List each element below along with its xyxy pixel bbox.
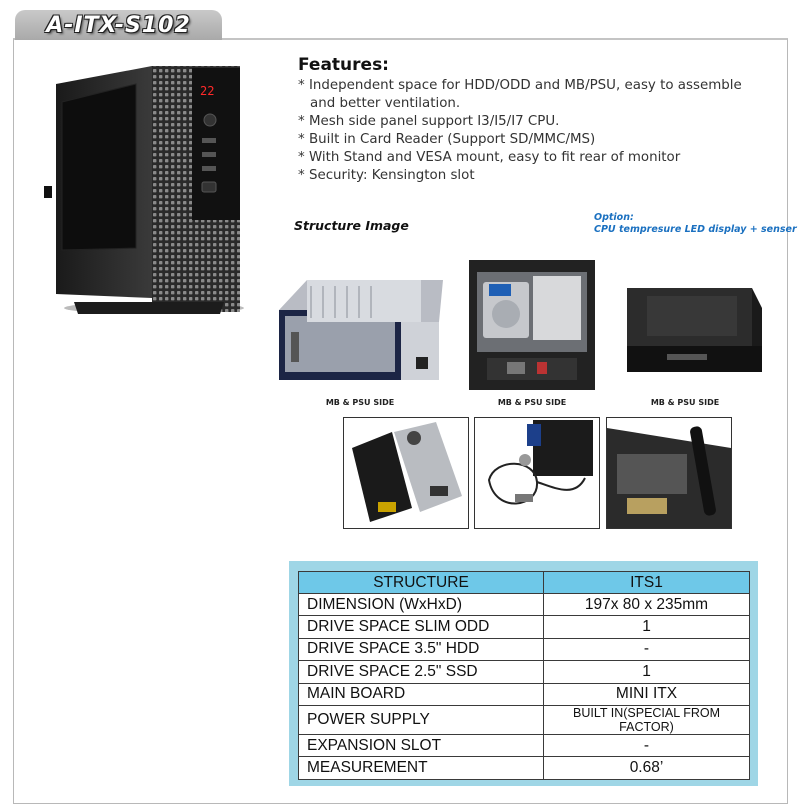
table-row: DRIVE SPACE 3.5" HDD - [298, 637, 750, 662]
header-model: ITS1 [543, 571, 750, 594]
table-row: DIMENSION (WxHxD) 197x 80 x 235mm [298, 592, 750, 617]
table-row: MAIN BOARD MINI ITX [298, 682, 750, 706]
table-row: MEASUREMENT 0.68’ [298, 756, 750, 780]
hero-product-image: 22 [44, 62, 244, 320]
photo-drive-bay [467, 258, 597, 392]
feature-item: * Mesh side panel support I3/I5/I7 CPU. [298, 114, 560, 129]
product-title: A-ITX-S102 [46, 12, 191, 38]
features-list: * Independent space for HDD/ODD and MB/P… [298, 77, 788, 185]
row-value: MINI ITX [543, 682, 750, 706]
photo-power-supply [343, 417, 469, 529]
row-value: 197x 80 x 235mm [543, 592, 750, 617]
spec-table-container: STRUCTURE ITS1 DIMENSION (WxHxD) 197x 80… [289, 561, 758, 786]
row-value: 0.68’ [543, 756, 750, 780]
feature-item: * Built in Card Reader (Support SD/MMC/M… [298, 132, 596, 147]
row-label: POWER SUPPLY [298, 704, 544, 735]
photo-caption: MB & PSU SIDE [497, 398, 567, 407]
led-temperature-display: 22 [200, 84, 214, 98]
header-structure: STRUCTURE [298, 571, 544, 594]
photo-open-chassis [271, 262, 446, 392]
row-value: 1 [543, 615, 750, 639]
features-section: Features: * Independent space for HDD/OD… [298, 55, 788, 185]
table-row: DRIVE SPACE SLIM ODD 1 [298, 615, 750, 639]
row-value: 1 [543, 660, 750, 684]
feature-item: * Security: Kensington slot [298, 168, 475, 183]
row-label: DRIVE SPACE 2.5" SSD [298, 660, 544, 684]
feature-item: * With Stand and VESA mount, easy to fit… [298, 150, 681, 165]
feature-item: * Independent space for HDD/ODD and MB/P… [298, 78, 742, 93]
table-row: DRIVE SPACE 2.5" SSD 1 [298, 660, 750, 684]
option-description: CPU tempresure LED display + senser [594, 224, 797, 235]
photo-case-exterior [617, 268, 762, 388]
table-row: EXPANSION SLOT - [298, 733, 750, 758]
page-frame [13, 38, 788, 804]
row-value: - [543, 637, 750, 662]
table-header-row: STRUCTURE ITS1 [298, 571, 750, 594]
spec-table: STRUCTURE ITS1 DIMENSION (WxHxD) 197x 80… [298, 571, 750, 780]
title-tab: A-ITX-S102 [15, 10, 222, 40]
row-label: MAIN BOARD [298, 682, 544, 706]
structure-image-label: Structure Image [294, 218, 409, 233]
row-value: BUILT IN(SPECIAL FROM FACTOR) [543, 704, 750, 735]
feature-item: and better ventilation. [310, 96, 461, 111]
photo-caption: MB & PSU SIDE [325, 398, 395, 407]
row-label: MEASUREMENT [298, 756, 544, 780]
option-note: Option: CPU tempresure LED display + sen… [594, 212, 797, 236]
row-label: DIMENSION (WxHxD) [298, 592, 544, 617]
table-row: POWER SUPPLY BUILT IN(SPECIAL FROM FACTO… [298, 704, 750, 735]
photo-caption: MB & PSU SIDE [650, 398, 720, 407]
row-label: DRIVE SPACE SLIM ODD [298, 615, 544, 639]
option-label: Option: [594, 212, 634, 223]
features-heading: Features: [298, 55, 389, 75]
row-value: - [543, 733, 750, 758]
row-label: DRIVE SPACE 3.5" HDD [298, 637, 544, 662]
photo-wifi-antenna [606, 417, 732, 529]
row-label: EXPANSION SLOT [298, 733, 544, 758]
photo-kensington-lock [474, 417, 600, 529]
